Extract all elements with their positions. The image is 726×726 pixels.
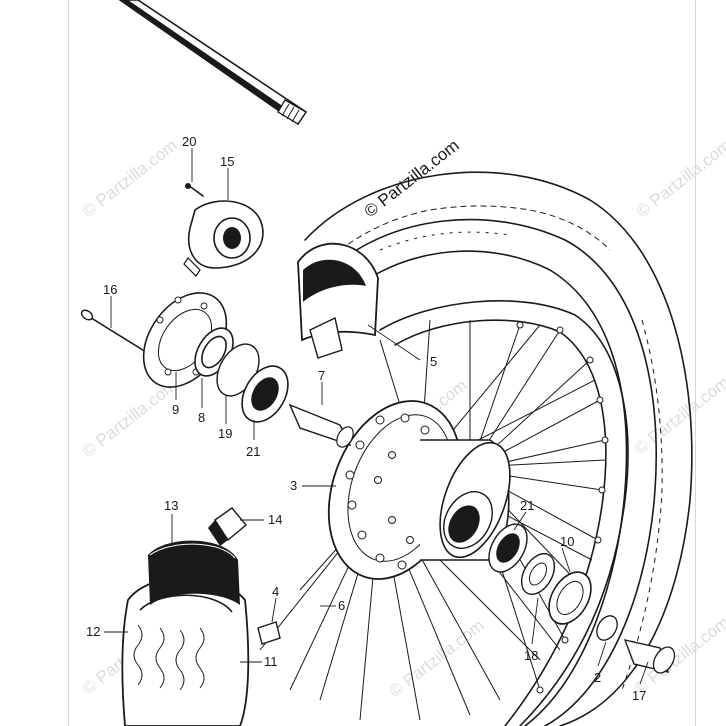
callout-7: 7 xyxy=(318,368,325,383)
callout-15: 15 xyxy=(220,154,234,169)
diagram-frame xyxy=(68,0,696,726)
valve-cap-4 xyxy=(257,621,281,645)
callout-14: 14 xyxy=(268,512,282,527)
left-bearing-21 xyxy=(241,365,289,423)
watermark-faint-5: © Partzilla.com xyxy=(631,373,726,459)
tire xyxy=(297,171,693,726)
callout-3: 3 xyxy=(290,478,297,493)
tire-section-12 xyxy=(121,576,250,726)
leader-lines xyxy=(104,148,649,685)
callout-labels: 20 15 16 5 7 9 8 19 21 3 13 14 21 10 4 6… xyxy=(86,134,646,703)
callout-2: 2 xyxy=(594,670,601,685)
distance-collar-7 xyxy=(288,403,354,448)
spacer-18 xyxy=(520,553,556,595)
speedo-gearbox-15 xyxy=(183,200,264,277)
callout-9: 9 xyxy=(172,402,179,417)
bolt-16 xyxy=(80,309,147,353)
callout-19: 19 xyxy=(218,426,232,441)
callout-21-right: 21 xyxy=(520,498,534,513)
watermark-faint-1: © Partzilla.com xyxy=(79,136,181,222)
callout-5: 5 xyxy=(430,354,437,369)
dust-seal-10 xyxy=(548,571,592,625)
axle-shaft xyxy=(118,0,308,126)
callout-4: 4 xyxy=(272,584,279,599)
callout-18: 18 xyxy=(524,648,538,663)
callout-13: 13 xyxy=(164,498,178,513)
callout-17: 17 xyxy=(632,688,646,703)
watermark-main: © Partzilla.com xyxy=(361,136,463,222)
collar-2 xyxy=(596,615,618,641)
callout-11: 11 xyxy=(264,654,278,669)
watermark-faint-7: © Partzilla.com xyxy=(386,616,488,702)
callout-10: 10 xyxy=(560,534,574,549)
callout-20: 20 xyxy=(182,134,196,149)
callout-12: 12 xyxy=(86,624,100,639)
callout-8: 8 xyxy=(198,410,205,425)
hub xyxy=(327,400,511,580)
callout-6: 6 xyxy=(338,598,345,613)
watermark-faint-3: © Partzilla.com xyxy=(79,376,181,462)
axle-nut-17 xyxy=(623,639,676,674)
watermark-faint-2: © Partzilla.com xyxy=(633,136,726,222)
screw-20 xyxy=(185,183,204,197)
valve-14 xyxy=(208,507,247,546)
callout-21-left: 21 xyxy=(246,444,260,459)
callout-16: 16 xyxy=(103,282,117,297)
right-bearing-21 xyxy=(488,523,528,573)
tube-section-11 xyxy=(148,540,240,605)
